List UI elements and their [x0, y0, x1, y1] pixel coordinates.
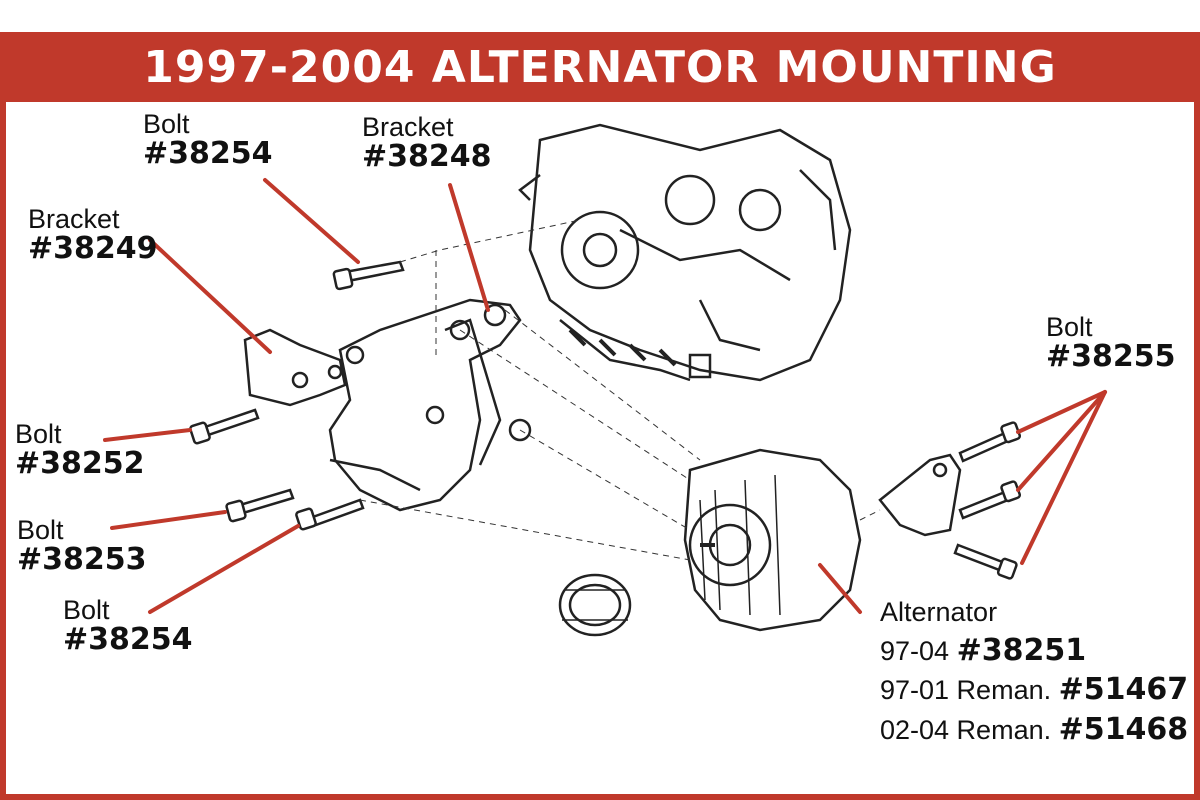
alternator-prefix: 02-04 Reman.: [880, 714, 1052, 745]
pulley: [558, 573, 632, 637]
diagram-frame: [0, 32, 1200, 800]
bolt-icons-left: [189, 260, 405, 531]
callout-leader-lines: [103, 178, 1107, 614]
part-number: #38254: [143, 136, 273, 172]
bolt-38255-b-icon: [958, 480, 1022, 520]
part-number: #38252: [15, 446, 145, 482]
callout-label: Bolt: [63, 595, 110, 625]
alignment-dashed-lines: [359, 219, 881, 561]
callout-bolt-38254-bottom: Bolt #38254: [63, 596, 193, 656]
bolt-38253-icon: [225, 488, 295, 523]
callout-alternator: Alternator 97-04 #38251 97-01 Reman. #51…: [880, 595, 1188, 749]
alternator-line-3: 02-04 Reman. #51468: [880, 710, 1188, 750]
alternator-prefix: 97-01 Reman.: [880, 675, 1052, 706]
alternator-line-1: 97-04 #38251: [880, 631, 1188, 671]
engine-block: [518, 123, 852, 382]
callout-label: Bolt: [1046, 312, 1093, 342]
page-title: 1997-2004 ALTERNATOR MOUNTING: [143, 41, 1057, 93]
title-banner: 1997-2004 ALTERNATOR MOUNTING: [0, 32, 1200, 102]
rear-bracket: [878, 453, 962, 537]
callout-bracket-38248: Bracket #38248: [362, 113, 492, 173]
callout-bolt-38253: Bolt #38253: [17, 516, 147, 576]
callout-bolt-38252: Bolt #38252: [15, 420, 145, 480]
alternator-prefix: 97-04: [880, 635, 950, 666]
bolt-38254-top-icon: [332, 260, 405, 291]
bolt-38255-a-icon: [958, 421, 1022, 463]
callout-label: Bracket: [28, 204, 120, 234]
bracket-38249: [243, 328, 347, 407]
part-number: #38255: [1046, 339, 1176, 375]
alternator-label: Alternator: [880, 597, 998, 627]
callout-bolt-38255: Bolt #38255: [1046, 313, 1176, 373]
bolt-38254-bottom-icon: [295, 498, 365, 531]
callout-label: Bolt: [17, 515, 64, 545]
bolt-38255-c-icon: [953, 543, 1018, 580]
callout-label: Bolt: [15, 419, 62, 449]
alternator-line-2: 97-01 Reman. #51467: [880, 670, 1188, 710]
part-number: #38254: [63, 622, 193, 658]
callout-label: Bolt: [143, 109, 190, 139]
main-bracket-38248: [328, 298, 532, 512]
part-number: #38248: [362, 139, 492, 175]
callout-label: Bracket: [362, 112, 454, 142]
alternator-unit: [683, 448, 862, 632]
bolt-38252-icon: [189, 408, 260, 445]
part-number: #38251: [956, 632, 1087, 668]
part-number: #38253: [17, 542, 147, 578]
part-number: #51467: [1058, 672, 1189, 708]
callout-bracket-38249: Bracket #38249: [28, 205, 158, 265]
part-number: #38249: [28, 231, 158, 267]
bolt-icons-right: [953, 421, 1022, 580]
callout-bolt-38254-top: Bolt #38254: [143, 110, 273, 170]
part-number: #51468: [1058, 711, 1189, 747]
